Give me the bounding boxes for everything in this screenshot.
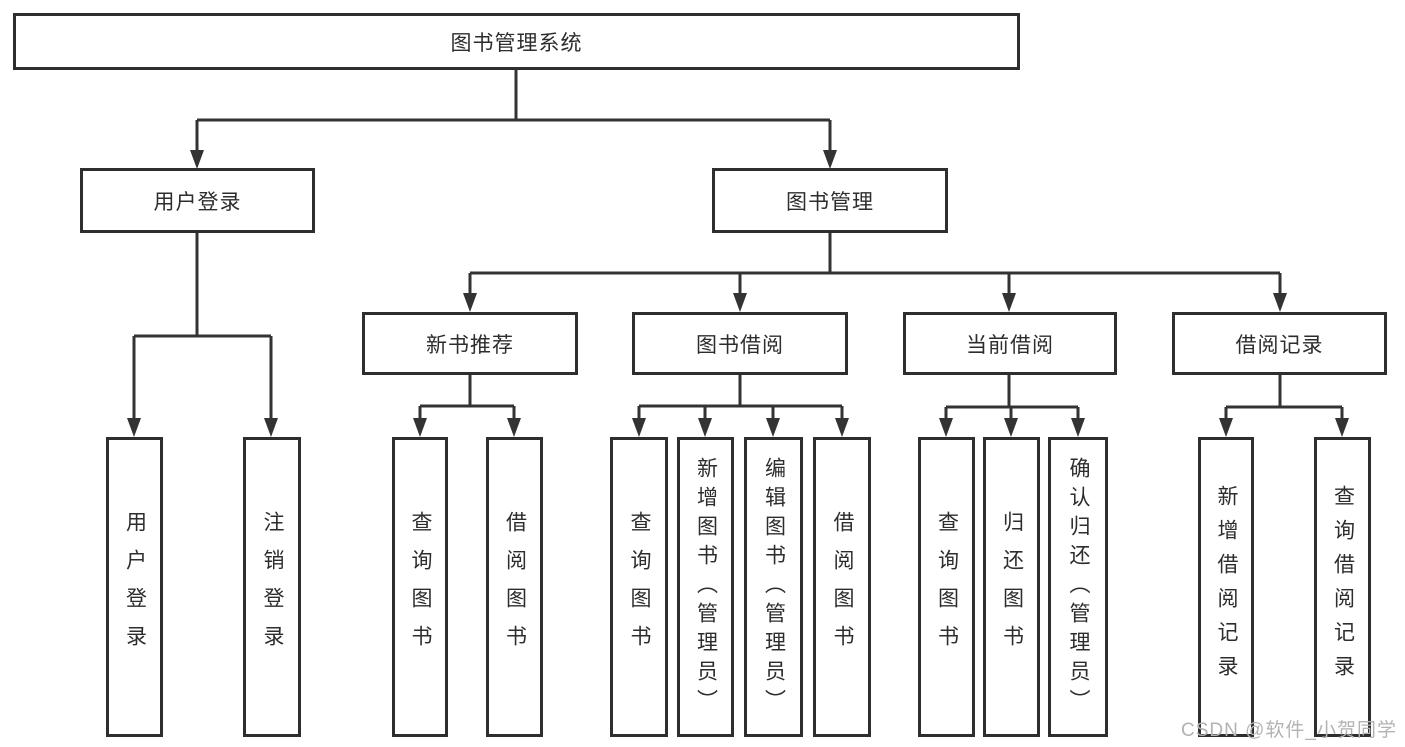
node-root-label: 图书管理系统 — [450, 31, 583, 55]
leaf-borrow-add-book-admin: 新增图书（管理员） — [677, 437, 734, 737]
csdn-watermark: CSDN @软件_小贺同学 — [1181, 720, 1397, 741]
leaf-current-return-book-label: 归还图书 — [1000, 511, 1024, 663]
leaf-recommend-borrow-book: 借阅图书 — [486, 437, 543, 737]
leaf-recommend-borrow-book-label: 借阅图书 — [503, 511, 527, 663]
node-current-borrow: 当前借阅 — [903, 312, 1117, 375]
connector-paths — [132, 70, 1344, 421]
leaf-borrow-borrow-book: 借阅图书 — [813, 437, 871, 737]
leaf-logout-label: 注销登录 — [261, 511, 284, 663]
node-user-login-label: 用户登录 — [153, 190, 242, 214]
node-borrow-record-label: 借阅记录 — [1235, 333, 1324, 357]
leaf-current-confirm-return-admin: 确认归还（管理员） — [1048, 437, 1108, 737]
leaf-current-confirm-return-admin-label: 确认归还（管理员） — [1067, 456, 1090, 718]
node-book-borrow-label: 图书借阅 — [696, 333, 784, 357]
leaf-record-add-borrow-record-label: 新增借阅记录 — [1215, 485, 1238, 689]
leaf-recommend-query-book-label: 查询图书 — [409, 511, 432, 663]
leaf-borrow-borrow-book-label: 借阅图书 — [831, 511, 854, 663]
leaf-borrow-query-book: 查询图书 — [610, 437, 668, 737]
leaf-logout: 注销登录 — [243, 437, 301, 737]
leaf-borrow-edit-book-admin-label: 编辑图书（管理员） — [762, 456, 786, 718]
leaf-record-add-borrow-record: 新增借阅记录 — [1198, 437, 1254, 737]
leaf-record-query-borrow-record: 查询借阅记录 — [1314, 437, 1371, 737]
node-root: 图书管理系统 — [13, 13, 1020, 70]
leaf-current-query-book: 查询图书 — [918, 437, 975, 737]
leaf-current-query-book-label: 查询图书 — [935, 511, 959, 663]
node-new-book-recommend: 新书推荐 — [362, 312, 578, 375]
leaf-borrow-query-book-label: 查询图书 — [628, 511, 651, 663]
node-book-management-label: 图书管理 — [786, 190, 874, 214]
arrowheads — [127, 150, 1349, 437]
leaf-borrow-edit-book-admin: 编辑图书（管理员） — [744, 437, 803, 737]
leaf-user-login: 用户登录 — [106, 437, 163, 737]
node-book-management: 图书管理 — [712, 168, 948, 233]
leaf-recommend-query-book: 查询图书 — [392, 437, 448, 737]
leaf-borrow-add-book-admin-label: 新增图书（管理员） — [694, 456, 718, 718]
leaf-current-return-book: 归还图书 — [983, 437, 1040, 737]
node-new-book-recommend-label: 新书推荐 — [426, 333, 514, 357]
node-user-login: 用户登录 — [80, 168, 315, 233]
node-current-borrow-label: 当前借阅 — [966, 333, 1054, 357]
leaf-record-query-borrow-record-label: 查询借阅记录 — [1331, 485, 1355, 689]
leaf-user-login-label: 用户登录 — [123, 511, 147, 663]
node-borrow-record: 借阅记录 — [1172, 312, 1387, 375]
node-book-borrow: 图书借阅 — [632, 312, 848, 375]
